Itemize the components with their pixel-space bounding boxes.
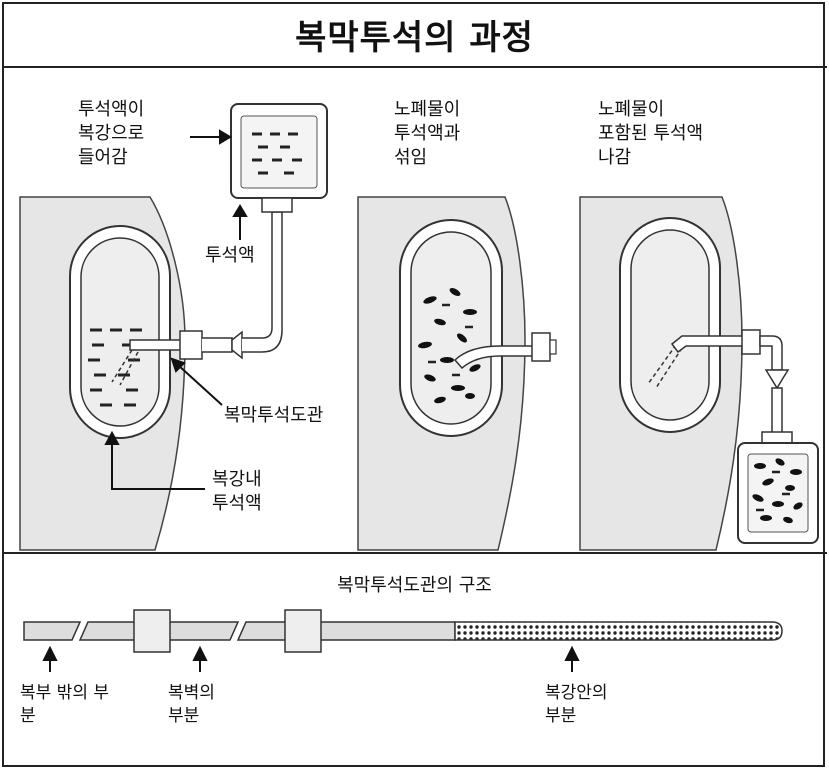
fluid-2: [428, 303, 473, 377]
part-internal-label: 복강안의 부분: [545, 683, 608, 726]
waste-particles-3: [752, 458, 803, 524]
drain-line: [759, 335, 783, 371]
peritoneum-inner-2: [410, 231, 492, 425]
caption-panel-1: 투석액이 복강으로 들어감: [78, 99, 145, 168]
section-divider: [2, 552, 827, 554]
abdominal-dialysate-label: 복강내 투석액: [212, 469, 262, 514]
caption-panel-2: 노폐물이 투석액과 섞임: [394, 99, 461, 168]
structure-title: 복막투석도관의 구조: [337, 575, 492, 596]
dialysate-label: 투석액: [205, 245, 255, 266]
title-bar: 복막투석의 과정: [2, 2, 827, 68]
structure-arrows: [42, 645, 580, 672]
cuff-2: [284, 609, 322, 653]
peritoneum-inner-1: [80, 237, 160, 427]
catheter-connector-3: [741, 329, 761, 355]
catheter-label: 복막투석도관: [224, 405, 324, 426]
catheter-connector-2: [531, 332, 551, 362]
catheter-structure: [23, 609, 783, 653]
arrows-1: [104, 129, 248, 490]
flow-lines-3: [647, 344, 683, 389]
part-wall-label: 복벽의 부분: [168, 683, 215, 726]
catheter-connector-1: [179, 330, 203, 360]
part-external-label: 복부 밖의 부분: [20, 683, 110, 726]
peritoneum-inner-3: [630, 229, 710, 421]
supply-line: [242, 211, 283, 353]
cuff-1: [133, 609, 171, 653]
caption-panel-3: 노폐물이 포함된 투석액 나감: [598, 99, 704, 168]
waste-particles-2: [418, 288, 481, 404]
page-title: 복막투석의 과정: [295, 17, 534, 58]
flow-lines-1: [111, 349, 139, 386]
